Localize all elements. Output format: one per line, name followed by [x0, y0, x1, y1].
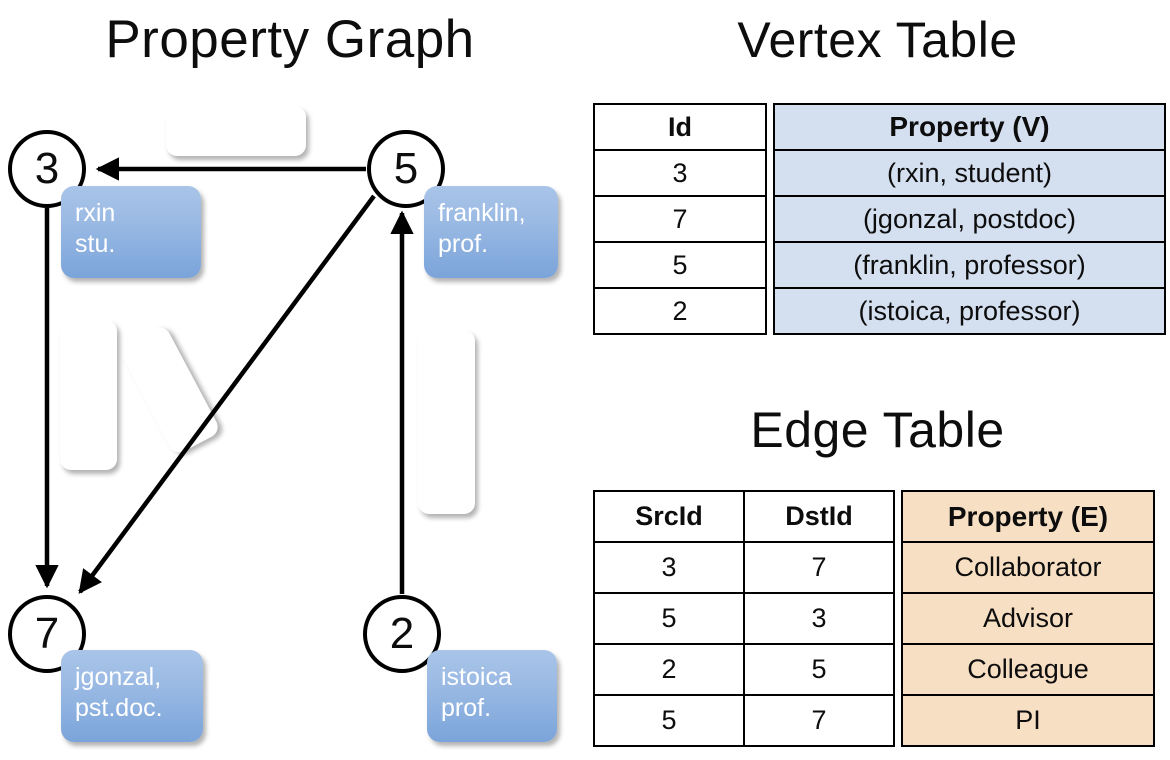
table-row: 5	[593, 694, 745, 747]
edge-label-advisor: Advisor	[166, 106, 306, 156]
graph-node-5[interactable]: 5	[367, 130, 445, 208]
table-row: 5	[593, 241, 767, 289]
table-row: (franklin, professor)	[773, 241, 1166, 289]
table-row: 3	[593, 149, 767, 197]
table-row: 3	[593, 541, 745, 594]
edge-table-header-property: Property (E)	[901, 490, 1155, 543]
edge-table-cell-property: Advisor	[901, 592, 1155, 645]
vertex-property-istoica-line2: prof.	[441, 694, 492, 722]
table-row: (istoica, professor)	[773, 287, 1166, 335]
vertex-table-cell-property: (franklin, professor)	[773, 241, 1166, 289]
edge-table-cell-srcid: 3	[593, 541, 745, 594]
edge-table: SrcId 3 5 2 5 DstId 7 3 5 7	[593, 490, 1155, 747]
edge-label-pi-text: PI	[150, 371, 189, 408]
edge-table-property-column: Property (E) Collaborator Advisor Collea…	[901, 490, 1155, 747]
table-header-row: Property (E)	[901, 490, 1155, 543]
table-row: (rxin, student)	[773, 149, 1166, 197]
vertex-table-header-property: Property (V)	[773, 103, 1166, 151]
edge-table-cell-dstid: 7	[743, 694, 895, 747]
edge-table-cell-dstid: 7	[743, 541, 895, 594]
table-row: (jgonzal, postdoc)	[773, 195, 1166, 243]
table-row: PI	[901, 694, 1155, 747]
edge-table-cell-srcid: 2	[593, 643, 745, 696]
edge-table-cell-srcid: 5	[593, 592, 745, 645]
graph-node-2[interactable]: 2	[363, 595, 441, 673]
vertex-table-id-column: Id 3 7 5 2	[593, 103, 767, 335]
table-row: 3	[743, 592, 895, 645]
table-row: 7	[743, 541, 895, 594]
table-row: Collaborator	[901, 541, 1155, 594]
edge-table-cell-property: PI	[901, 694, 1155, 747]
table-row: 2	[593, 287, 767, 335]
table-row: 5	[743, 643, 895, 696]
edge-table-cell-property: Colleague	[901, 643, 1155, 696]
graph-node-3-label: 3	[34, 144, 60, 193]
vertex-property-jgonzal-line2: pst.doc.	[75, 694, 163, 722]
edge-table-cell-property: Collaborator	[901, 541, 1155, 594]
edge-label-colleague-text: Colleague	[432, 363, 462, 481]
table-header-row: Id	[593, 103, 767, 151]
edge-table-cell-srcid: 5	[593, 694, 745, 747]
edge-label-collab: Collab.	[60, 320, 117, 470]
vertex-table-cell-id: 5	[593, 241, 767, 289]
graph-node-5-label: 5	[393, 144, 419, 193]
vertex-property-callout-rxin: rxin stu.	[61, 186, 201, 278]
vertex-property-franklin-line2: prof.	[438, 230, 489, 258]
edge-5-to-7	[78, 194, 376, 594]
vertex-property-istoica-line1: istoica	[441, 663, 512, 691]
vertex-table-header-id: Id	[593, 103, 767, 151]
vertex-property-franklin-line1: franklin,	[438, 199, 526, 227]
table-row: Colleague	[901, 643, 1155, 696]
vertex-table-cell-id: 7	[593, 195, 767, 243]
page-title-property-graph: Property Graph	[105, 10, 475, 69]
vertex-table-cell-id: 2	[593, 287, 767, 335]
vertex-table: Id 3 7 5 2 Property (V) (rxin, student) …	[593, 103, 1166, 335]
vertex-property-callout-istoica: istoica prof.	[427, 650, 557, 742]
edge-label-colleague: Colleague	[418, 330, 475, 514]
vertex-table-property-column: Property (V) (rxin, student) (jgonzal, p…	[773, 103, 1166, 335]
vertex-table-cell-property: (jgonzal, postdoc)	[773, 195, 1166, 243]
edge-table-cell-dstid: 5	[743, 643, 895, 696]
vertex-property-callout-franklin: franklin, prof.	[424, 186, 558, 278]
table-header-row: DstId	[743, 490, 895, 543]
vertex-table-cell-property: (rxin, student)	[773, 149, 1166, 197]
graph-edges-layer	[35, 157, 414, 594]
table-header-row: SrcId	[593, 490, 745, 543]
page-title-edge-table: Edge Table	[750, 402, 1005, 458]
graph-node-2-label: 2	[389, 609, 415, 658]
edge-label-advisor-text: Advisor	[190, 115, 282, 146]
edge-table-srcid-column: SrcId 3 5 2 5	[593, 490, 745, 747]
table-row: 7	[743, 694, 895, 747]
vertex-table-cell-property: (istoica, professor)	[773, 287, 1166, 335]
table-row: 7	[593, 195, 767, 243]
edge-label-collab-text: Collab.	[74, 354, 104, 436]
table-row: 2	[593, 643, 745, 696]
graph-node-7-label: 7	[34, 609, 60, 658]
edge-table-dstid-column: DstId 7 3 5 7	[743, 490, 895, 747]
edge-table-cell-dstid: 3	[743, 592, 895, 645]
vertex-property-jgonzal-line1: jgonzal,	[75, 663, 162, 691]
vertex-property-rxin-line2: stu.	[75, 230, 116, 258]
property-graph-diagram: 3 5 7 2 rxin stu. franklin, prof. jgonza…	[8, 106, 558, 742]
edge-table-header-dstid: DstId	[743, 490, 895, 543]
table-row: Advisor	[901, 592, 1155, 645]
vertex-property-rxin-line1: rxin	[75, 199, 116, 227]
vertex-table-cell-id: 3	[593, 149, 767, 197]
table-header-row: Property (V)	[773, 103, 1166, 151]
edge-table-header-srcid: SrcId	[593, 490, 745, 543]
table-row: 5	[593, 592, 745, 645]
page-title-vertex-table: Vertex Table	[737, 12, 1018, 68]
vertex-property-callout-jgonzal: jgonzal, pst.doc.	[61, 650, 203, 742]
